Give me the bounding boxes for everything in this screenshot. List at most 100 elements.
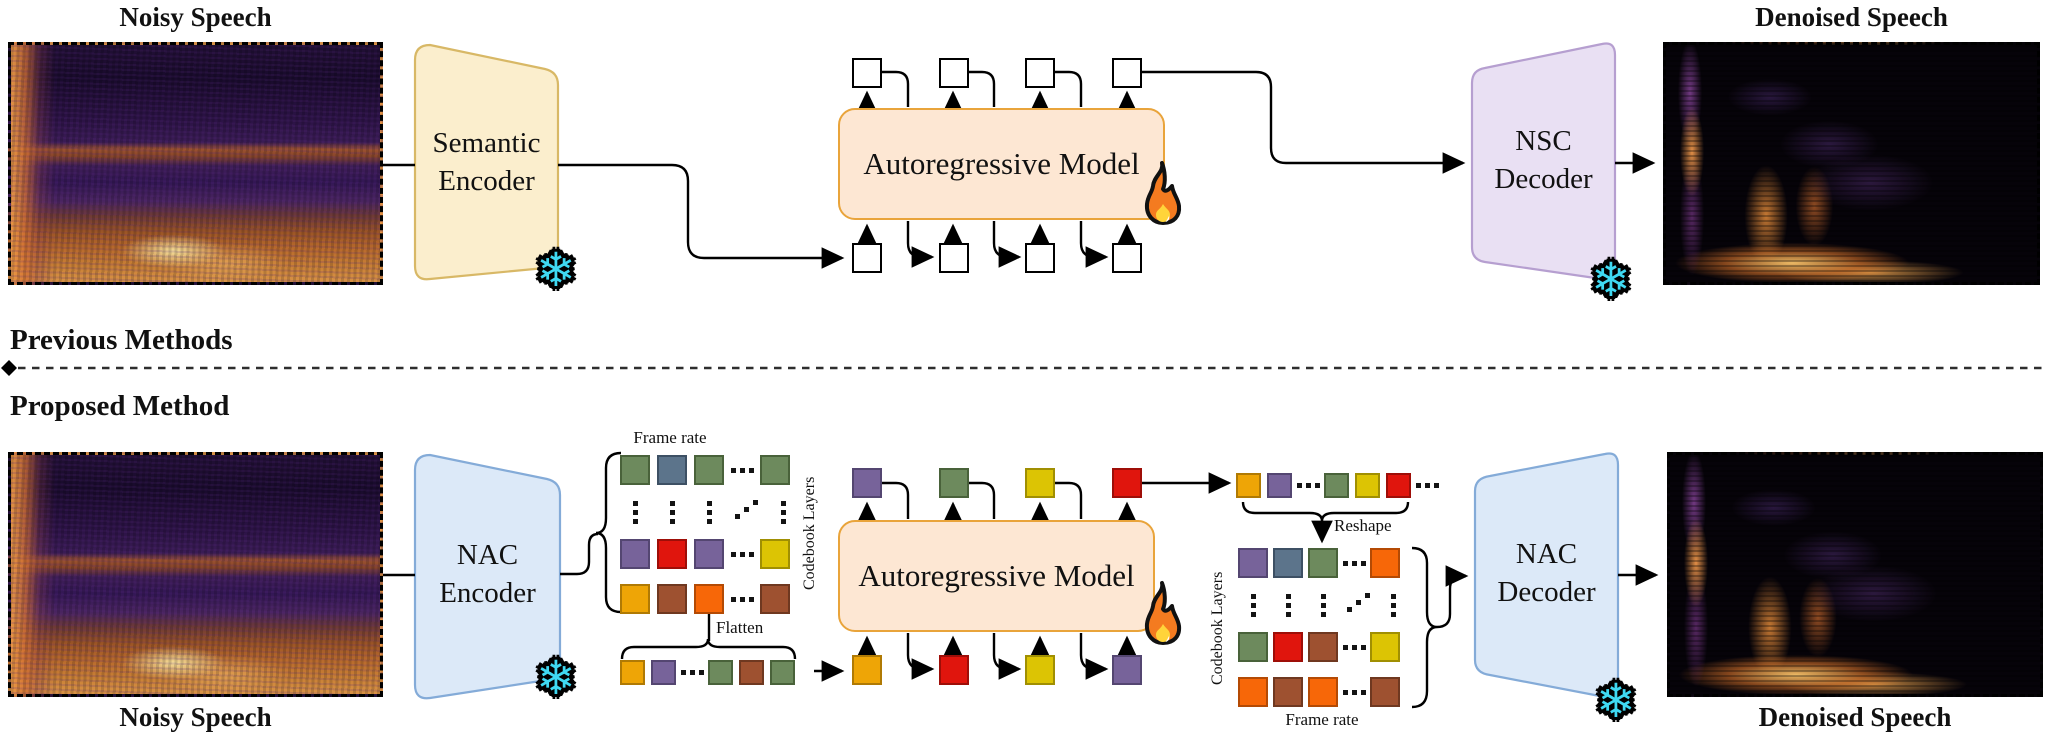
green-token-square [938,468,969,498]
ellipsis-dots-icon [620,500,650,524]
codebook-grid-row [620,584,798,614]
purple-token-square [620,539,650,569]
codebook-layers-label-decoder: Codebook Layers [1209,571,1226,685]
brown-token-square [739,660,764,685]
borange-token-square [1238,677,1268,707]
token-square [852,58,882,88]
borange-token-square [1308,677,1338,707]
ellipsis-dots-icon [1308,593,1338,617]
snowflake-icon: ❄ [536,650,576,706]
purple-token-square [651,660,676,685]
brown-token-square [1370,677,1400,707]
semantic-encoder-label: Semantic Encoder [432,127,541,197]
bluegray-token-square [1273,548,1303,578]
ar2-output-token-row [852,468,1142,498]
token-square [852,243,882,273]
token-square [1025,58,1056,88]
autoregressive-model-label-bottom: Autoregressive Model [858,558,1135,593]
flatten-token-row [620,660,795,685]
red-token-square [938,655,969,685]
ellipsis-dots-icon [1342,677,1366,707]
yellow-token-square [1355,473,1380,498]
ellipsis-dots-icon [731,500,761,524]
green-token-square [620,455,650,485]
token-square [1111,243,1142,273]
yellow-token-square [1370,632,1400,662]
autoregressive-model-label-top: Autoregressive Model [863,146,1140,181]
yellow-token-square [1025,655,1056,685]
brown-token-square [1308,632,1338,662]
green-token-square [708,660,733,685]
green-token-square [1238,632,1268,662]
purple-token-square [1267,473,1292,498]
ellipsis-dots-icon [1296,473,1320,498]
snowflake-icon: ❄ [1596,673,1636,729]
brace-encoder-grid [595,451,622,614]
purple-token-square [852,468,882,498]
previous-methods-label: Previous Methods [10,324,233,356]
denoised-speech-title-top: Denoised Speech [1755,2,1948,32]
token-square [1111,58,1142,88]
decoder-codebook-grid [1238,548,1408,707]
green-token-square [1324,473,1349,498]
autoregressive-model-box-bottom: Autoregressive Model [838,520,1155,632]
line-brace-to-nac-decoder [1436,565,1469,629]
flatten-label: Flatten [716,618,764,637]
yellow-token-square [1025,468,1056,498]
purple-token-square [1238,548,1268,578]
brown-token-square [760,584,790,614]
yellow-token-square [760,539,790,569]
token-square [938,58,969,88]
amber-token-square [620,660,645,685]
fire-icon [1144,161,1182,225]
nac-encoder-label: NAC Encoder [439,539,536,609]
divider-diamond-icon [1,360,17,376]
amber-token-square [852,655,882,685]
codebook-grid-row [620,539,798,569]
brown-token-square [657,584,687,614]
denoised-spectrogram-top [1663,42,2040,285]
purple-token-square [1111,655,1142,685]
noisy-speech-title-top: Noisy Speech [119,2,272,32]
codebook-layers-label-encoder: Codebook Layers [801,476,818,590]
brace-flatten [620,638,797,660]
codebook-grid-row [1238,593,1408,617]
snowflake-icon: ❄ [536,242,576,298]
green-token-square [694,455,724,485]
purple-token-square [694,539,724,569]
reshape-label: Reshape [1334,516,1392,535]
borange-token-square [1370,548,1400,578]
codebook-grid-row [1238,548,1408,578]
noisy-spectrogram-top [8,42,383,285]
noisy-spectrogram-bottom [8,452,383,697]
red-token-square [657,539,687,569]
red-token-square [1111,468,1142,498]
ellipsis-dots-icon [1378,593,1408,617]
ellipsis-dots-icon [680,660,704,685]
denoised-spectrogram-bottom [1667,452,2043,697]
frame-rate-label-decoder: Frame rate [1285,710,1359,729]
ellipsis-dots-icon [1342,632,1366,662]
ellipsis-dots-icon [768,500,798,524]
line-ar-to-nsc-decoder [1142,70,1466,174]
codebook-grid-row [1238,677,1408,707]
codebook-grid-row [620,500,798,524]
red-token-square [1273,632,1303,662]
borange-token-square [694,584,724,614]
codebook-grid-row [620,455,798,485]
token-square [1025,243,1056,273]
ellipsis-dots-icon [694,500,724,524]
ellipsis-dots-icon [1238,593,1268,617]
snowflake-icon: ❄ [1591,252,1631,308]
noisy-speech-title-bottom: Noisy Speech [119,702,272,732]
brown-token-square [1273,677,1303,707]
encoder-codebook-grid [620,455,798,614]
token-square [938,243,969,273]
brace-decoder-grid [1411,546,1438,709]
ellipsis-dots-icon [730,584,754,614]
ellipsis-dots-icon [730,539,754,569]
bluegray-token-square [657,455,687,485]
line-semantic-encoder-to-ar-input [558,163,845,269]
green-token-square [760,455,790,485]
proposed-method-label: Proposed Method [10,390,230,422]
